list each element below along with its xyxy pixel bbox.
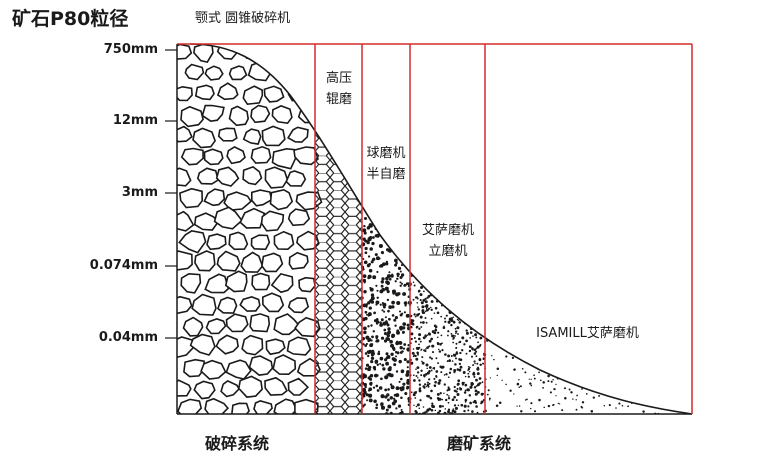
zone-ball-line1: 球磨机 (366, 146, 406, 161)
zone-isa-line1: 艾萨磨机 (421, 223, 474, 238)
size-curve (189, 43, 693, 415)
y-label-0-074mm: 0.074mm (89, 258, 158, 273)
grinding-system-label: 磨矿系统 (447, 434, 512, 453)
zone-label-hpgr: 高压 辊磨 (316, 68, 362, 110)
zone-ball-line2: 半自磨 (366, 167, 406, 182)
zone-isamill-line1: ISAMILL艾萨磨机 (536, 326, 639, 341)
y-label-750mm: 750mm (103, 42, 158, 57)
y-label-3mm: 3mm (121, 185, 158, 200)
zone-label-ball-mill: 球磨机 半自磨 (362, 143, 410, 185)
y-label-0-04mm: 0.04mm (98, 330, 158, 345)
y-label-12mm: 12mm (112, 113, 158, 128)
zone-label-isa-vertical: 艾萨磨机 立磨机 (411, 220, 485, 262)
zone-label-isamill: ISAMILL艾萨磨机 (500, 323, 675, 344)
zone-isa-line2: 立磨机 (428, 244, 468, 259)
zone-hpgr-line2: 辊磨 (325, 92, 352, 107)
crushing-system-label: 破碎系统 (205, 434, 270, 453)
zone-hpgr-line1: 高压 (325, 71, 352, 86)
crusher-type-label: 颚式 圆锥破碎机 (195, 11, 291, 26)
diagram-title: 矿石P80粒径 (12, 8, 129, 30)
zone-frame (177, 43, 693, 414)
rocks-texture (177, 44, 323, 414)
y-ticks (165, 49, 177, 339)
